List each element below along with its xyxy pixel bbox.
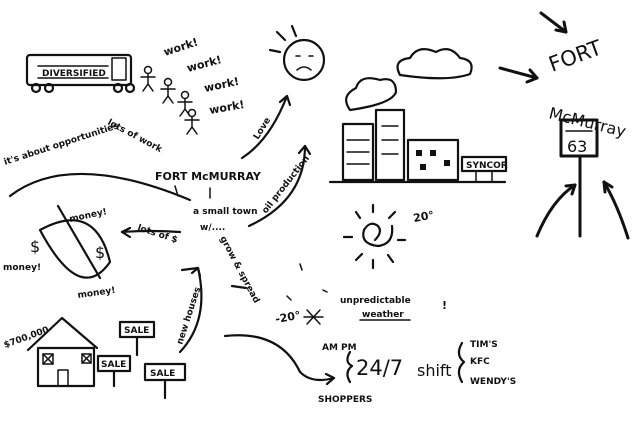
work-text-4: work! xyxy=(208,98,245,117)
temp-cold-text: -20° xyxy=(274,309,301,326)
lots-of-money-text: lots of $ xyxy=(136,223,179,245)
grow-spread-text: grow & spread xyxy=(217,235,261,305)
money-text-1: money! xyxy=(69,207,108,225)
hours-text: 24/7 xyxy=(356,356,403,380)
money-text-3: money! xyxy=(77,286,116,301)
food-tims: TIM'S xyxy=(470,340,498,350)
am-pm-text: AM PM xyxy=(322,343,357,353)
work-text-3: work! xyxy=(203,75,240,95)
fort-mcmurray-sign-drawing: FORT McMurray 63 xyxy=(498,11,630,240)
sale-sign-2: SALE xyxy=(101,360,126,370)
small-town-text: a small town xyxy=(193,207,258,217)
dollar-sign-left: $ xyxy=(30,237,40,256)
cold-weather-drawing: -20° xyxy=(274,263,328,326)
work-text-1: work! xyxy=(162,36,200,59)
weather-text: weather xyxy=(362,310,404,320)
unpredictable-text: unpredictable xyxy=(340,296,411,306)
oil-production-text: oil production xyxy=(260,154,311,216)
weather-exclaim: ! xyxy=(442,299,447,312)
new-houses-arrow: new houses xyxy=(175,266,203,354)
temp-hot-text: 20° xyxy=(412,209,435,225)
fort-mcmurray-center-text: FORT McMURRAY xyxy=(155,170,262,183)
sun-face-drawing xyxy=(268,24,326,82)
sale-sign-1: SALE xyxy=(124,326,149,336)
small-town-with-text: w/.... xyxy=(200,223,225,233)
work-text-2: work! xyxy=(185,53,223,75)
arrow-to-hours xyxy=(223,334,336,386)
money-text-2: money! xyxy=(3,263,41,273)
center-title: FORT McMURRAY a small town w/.... xyxy=(155,170,262,233)
food-kfc: KFC xyxy=(470,357,490,367)
shift-group: AM PM 24/7 SHOPPERS shift TIM'S KFC WEND… xyxy=(318,340,516,405)
workers-drawing: work! work! work! work! xyxy=(140,36,245,135)
bus-label: DIVERSIFIED xyxy=(42,69,106,79)
bus-drawing: DIVERSIFIED xyxy=(25,53,136,94)
money-drawing: $ $ money! money! money! xyxy=(3,204,116,301)
grow-spread: grow & spread xyxy=(217,235,261,305)
sale-sign-3: SALE xyxy=(150,369,175,379)
fort-title-line-1: FORT xyxy=(546,35,606,76)
food-wendys: WENDY'S xyxy=(470,377,516,387)
syncor-sign: SYNCOR xyxy=(466,161,508,171)
weather-text-group: unpredictable weather ! xyxy=(340,296,447,321)
fort-title-line-2: McMurray xyxy=(547,103,628,140)
shift-text: shift xyxy=(417,361,452,380)
opportunities-text: it's about opportunities xyxy=(3,121,120,168)
lots-of-money: lots of $ xyxy=(120,223,182,246)
sun-spiral-drawing: 20° xyxy=(342,203,435,270)
shoppers-text: SHOPPERS xyxy=(318,395,372,405)
dollar-sign-right: $ xyxy=(95,243,105,262)
opportunities-arc: it's about opportunities xyxy=(3,121,192,202)
factories-drawing: SYNCOR xyxy=(328,47,508,184)
houses-drawing: $700,000 SALE SALE SALE xyxy=(3,316,187,400)
highway-number: 63 xyxy=(567,137,587,156)
